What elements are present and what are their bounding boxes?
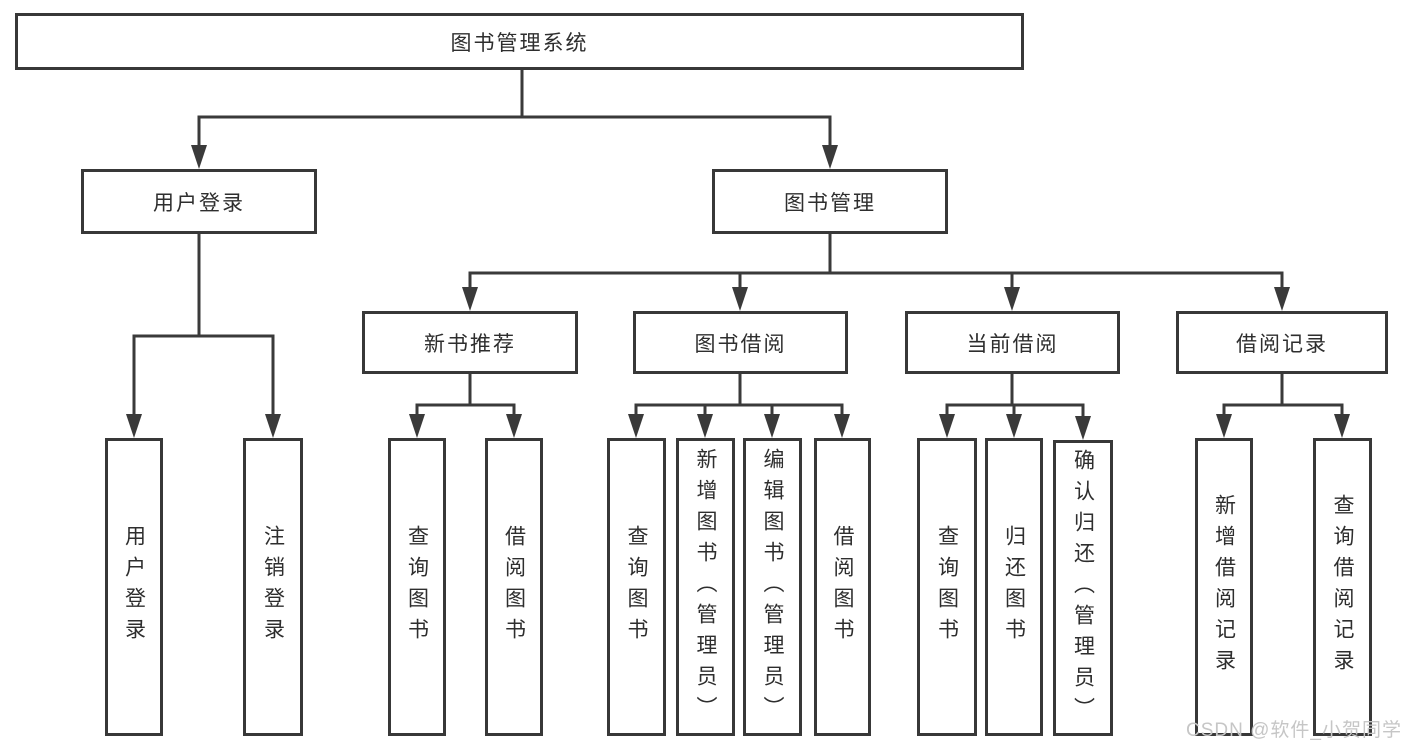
node-borrow-records: 借阅记录 — [1176, 311, 1388, 374]
node-label: 查询借阅记录 — [1331, 494, 1354, 680]
node-user-login: 用户登录 — [81, 169, 317, 234]
node-label: 注销登录 — [261, 525, 285, 649]
node-root-library-system: 图书管理系统 — [15, 13, 1024, 70]
connector-rec-to-leaves — [409, 374, 522, 438]
connector-borrow-to-leaves — [628, 374, 850, 438]
connector-records-to-leaves — [1216, 374, 1350, 438]
connector-current-to-leaves — [939, 374, 1091, 440]
node-label: 查询图书 — [625, 525, 648, 649]
node-label: 借阅图书 — [831, 525, 854, 649]
node-label: 确认归还（管理员） — [1071, 448, 1095, 728]
node-label: 归还图书 — [1002, 525, 1026, 649]
node-label: 查询图书 — [935, 525, 959, 649]
node-label: 用户登录 — [122, 525, 146, 649]
leaf-user-login: 用户登录 — [105, 438, 163, 736]
node-label: 图书借阅 — [694, 332, 787, 356]
node-label: 新增借阅记录 — [1212, 494, 1236, 680]
leaf-br-add-record: 新增借阅记录 — [1195, 438, 1253, 736]
node-label: 图书管理 — [784, 191, 876, 215]
leaf-br-query-record: 查询借阅记录 — [1313, 438, 1372, 736]
node-book-borrow: 图书借阅 — [633, 311, 848, 374]
leaf-logout: 注销登录 — [243, 438, 303, 736]
connector-login-to-leaves — [126, 234, 281, 438]
leaf-bb-edit-books-admin: 编辑图书（管理员） — [743, 438, 802, 736]
node-label: 编辑图书（管理员） — [761, 447, 784, 727]
connector-mgmt-to-level3 — [462, 234, 1290, 311]
leaf-rec-borrow-books: 借阅图书 — [485, 438, 543, 736]
leaf-bb-add-books-admin: 新增图书（管理员） — [676, 438, 735, 736]
node-label: 新书推荐 — [424, 332, 516, 356]
leaf-cb-query-books: 查询图书 — [917, 438, 977, 736]
leaf-bb-borrow-books: 借阅图书 — [814, 438, 871, 736]
leaf-rec-query-books: 查询图书 — [388, 438, 446, 736]
node-label: 图书管理系统 — [450, 31, 589, 55]
leaf-bb-query-books: 查询图书 — [607, 438, 666, 736]
node-label: 新增图书（管理员） — [694, 447, 717, 727]
leaf-cb-return-books: 归还图书 — [985, 438, 1043, 736]
node-label: 借阅记录 — [1236, 332, 1328, 356]
csdn-watermark: CSDN @软件_小贺同学 — [1186, 720, 1402, 741]
node-label: 用户登录 — [153, 191, 245, 215]
leaf-cb-confirm-return-admin: 确认归还（管理员） — [1053, 440, 1113, 736]
connector-root-to-level2 — [191, 70, 838, 169]
node-label: 当前借阅 — [966, 332, 1059, 356]
node-label: 查询图书 — [405, 525, 429, 649]
node-label: 借阅图书 — [502, 525, 526, 649]
node-current-borrow: 当前借阅 — [905, 311, 1120, 374]
node-new-book-recommend: 新书推荐 — [362, 311, 578, 374]
node-book-management: 图书管理 — [712, 169, 948, 234]
